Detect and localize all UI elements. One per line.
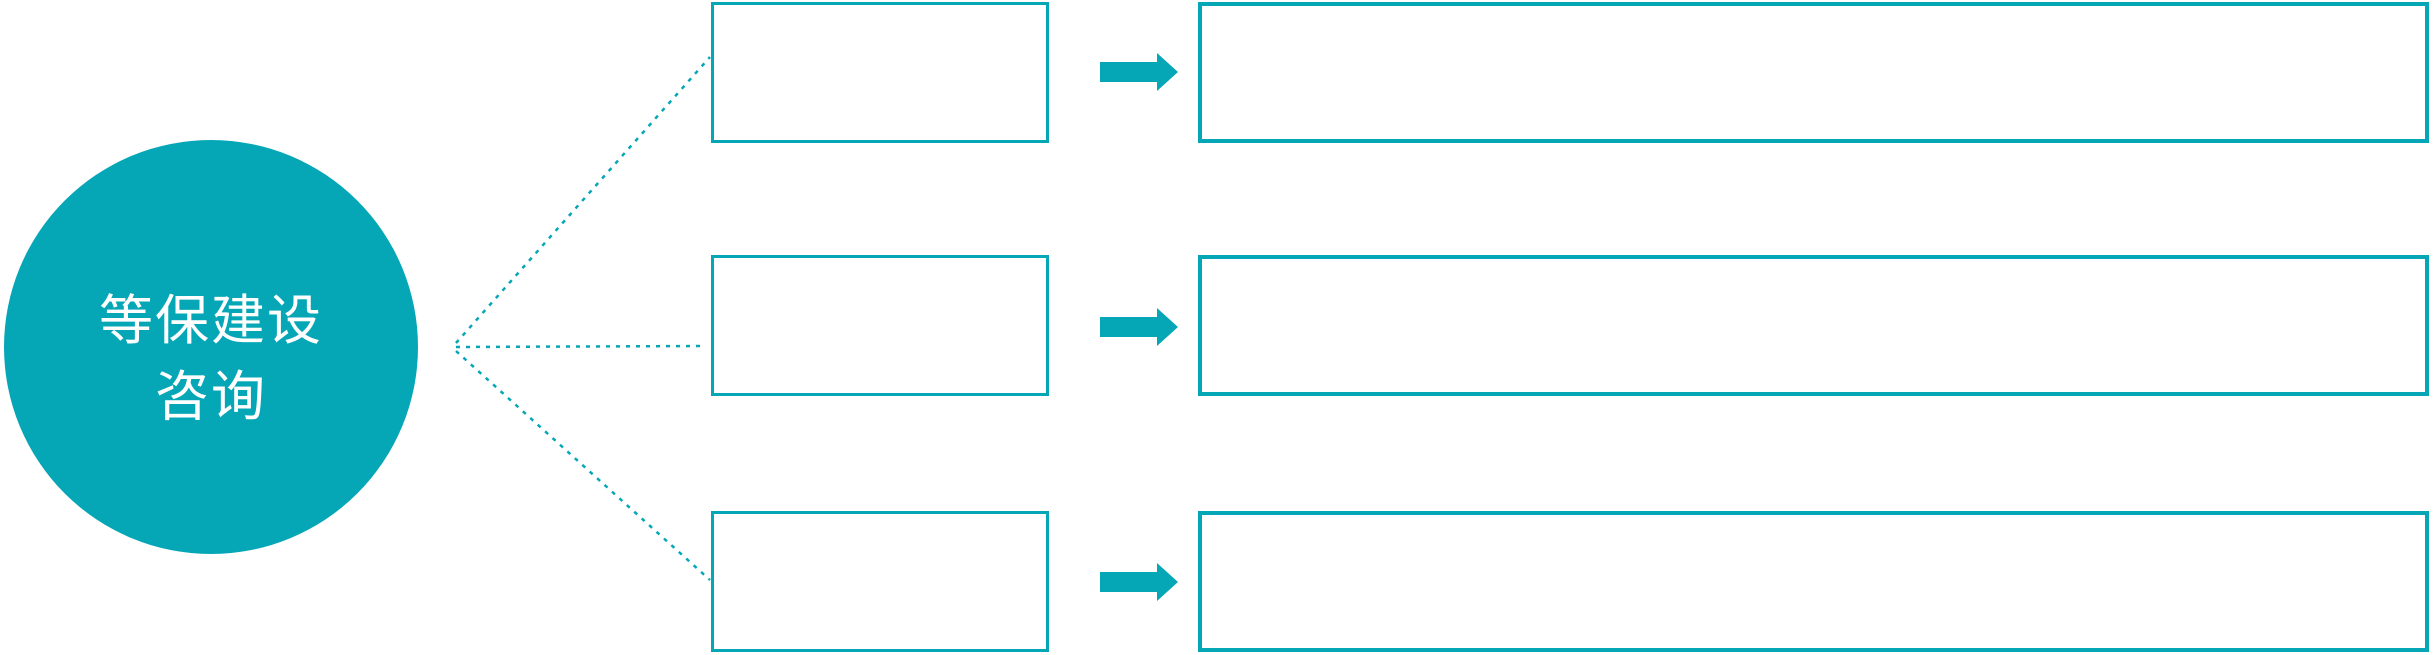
hub-label-line2: 咨询 (155, 367, 267, 427)
hub-label-line1: 等保建设 (99, 291, 323, 351)
hub-circle: 等保建设 咨询 (4, 140, 418, 554)
dotted-connector-line-middle (455, 344, 706, 349)
hub-label: 等保建设 咨询 (99, 283, 323, 435)
arrow-head (1157, 308, 1178, 346)
dotted-connector-line-bottom (455, 350, 711, 581)
dotted-connector-line-top (455, 56, 711, 344)
arrow-head (1157, 53, 1178, 91)
detail-box-2 (1198, 255, 2429, 396)
arrow-right-icon-1 (1100, 53, 1178, 91)
topic-box-1 (711, 2, 1049, 143)
arrow-body (1100, 572, 1157, 592)
arrow-right-icon-3 (1100, 563, 1178, 601)
arrow-head (1157, 563, 1178, 601)
arrow-body (1100, 317, 1157, 337)
arrow-body (1100, 62, 1157, 82)
topic-box-3 (711, 511, 1049, 652)
detail-box-3 (1198, 511, 2429, 652)
topic-box-2 (711, 255, 1049, 396)
arrow-right-icon-2 (1100, 308, 1178, 346)
detail-box-1 (1198, 2, 2429, 143)
